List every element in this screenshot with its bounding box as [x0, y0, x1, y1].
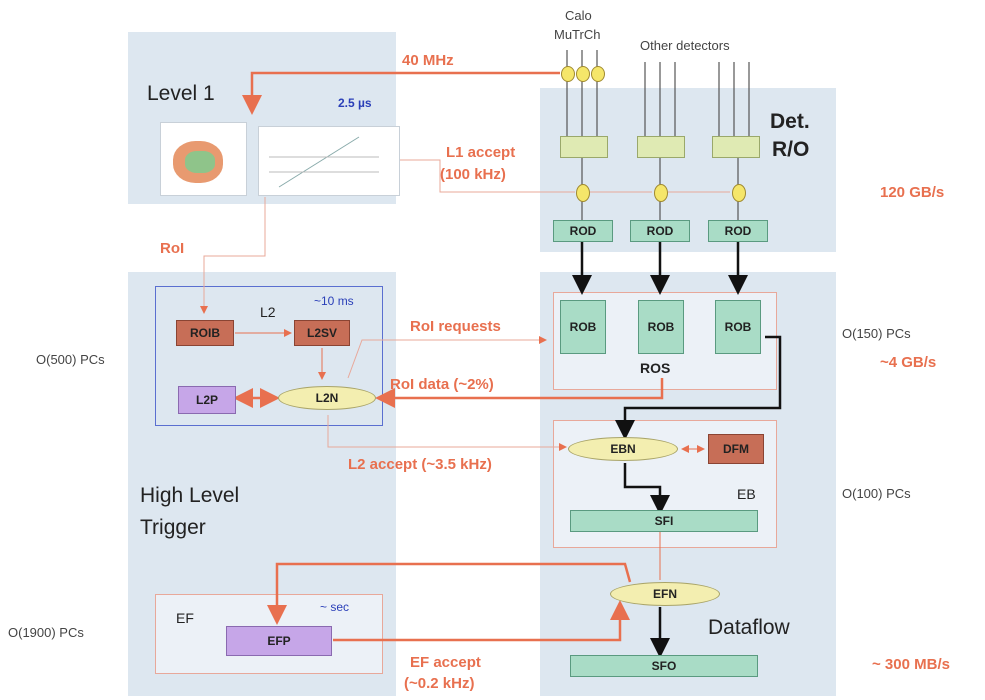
calo-label: Calo: [565, 8, 592, 23]
time-10ms: ~10 ms: [314, 294, 354, 308]
ef-accept-label-2: (~0.2 kHz): [404, 675, 475, 692]
l1-node-3: [732, 184, 746, 202]
sfi-box: SFI: [570, 510, 758, 532]
level1-title: Level 1: [147, 82, 215, 105]
readout-block-1: [560, 136, 608, 158]
o500-label: O(500) PCs: [36, 352, 105, 367]
hlt-title-2: Trigger: [140, 516, 206, 539]
hlt-title-1: High Level: [140, 484, 240, 507]
rod-box-1: ROD: [553, 220, 613, 242]
mutrch-label: MuTrCh: [554, 27, 601, 42]
readout-block-3: [712, 136, 760, 158]
readout-block-2: [637, 136, 685, 158]
l2n-node: L2N: [278, 386, 376, 410]
rob-box-2: ROB: [638, 300, 684, 354]
det-ro-title-2: R/O: [772, 138, 810, 161]
l1-node-2: [654, 184, 668, 202]
o100-label: O(100) PCs: [842, 486, 911, 501]
o150-label: O(150) PCs: [842, 326, 911, 341]
rob-box-3: ROB: [715, 300, 761, 354]
l2-frame: [155, 286, 383, 426]
roib-box: ROIB: [176, 320, 234, 346]
l2p-box: L2P: [178, 386, 236, 414]
l1-node-1: [576, 184, 590, 202]
rod-box-3: ROD: [708, 220, 768, 242]
eb-label: EB: [737, 486, 756, 502]
rob-box-1: ROB: [560, 300, 606, 354]
l2-label: L2: [260, 304, 276, 320]
l1-accept-label-1: L1 accept: [446, 144, 516, 161]
det-ro-title-1: Det.: [770, 110, 810, 133]
ef-accept-label-1: EF accept: [410, 654, 481, 671]
ros-label: ROS: [640, 360, 671, 376]
bandwidth-4: ~4 GB/s: [880, 354, 937, 371]
roi-requests-label: RoI requests: [410, 318, 501, 335]
l1-accept-label-2: (100 kHz): [440, 166, 506, 183]
time-sec: ~ sec: [320, 600, 350, 614]
dataflow-title: Dataflow: [708, 616, 790, 639]
level1-hardware-image: [160, 122, 247, 196]
o1900-label: O(1900) PCs: [8, 625, 84, 640]
sfo-box: SFO: [570, 655, 758, 677]
efp-box: EFP: [226, 626, 332, 656]
l2-accept-label: L2 accept (~3.5 kHz): [348, 456, 492, 473]
efn-node: EFN: [610, 582, 720, 606]
calo-node-3: [591, 66, 605, 82]
rate-40mhz: 40 MHz: [402, 52, 454, 69]
ef-label: EF: [176, 610, 194, 626]
calo-node-2: [576, 66, 590, 82]
time-2-5us: 2.5 µs: [338, 96, 372, 110]
bandwidth-120: 120 GB/s: [880, 184, 945, 201]
dfm-box: DFM: [708, 434, 764, 464]
calo-node-1: [561, 66, 575, 82]
bandwidth-300: ~ 300 MB/s: [872, 656, 950, 673]
l2sv-box: L2SV: [294, 320, 350, 346]
roi-data-label: RoI data (~2%): [390, 376, 494, 393]
roi-label: RoI: [160, 240, 185, 257]
rod-box-2: ROD: [630, 220, 690, 242]
ebn-node: EBN: [568, 437, 678, 461]
other-detectors-label: Other detectors: [640, 38, 730, 53]
level1-schematic-image: [258, 126, 400, 196]
